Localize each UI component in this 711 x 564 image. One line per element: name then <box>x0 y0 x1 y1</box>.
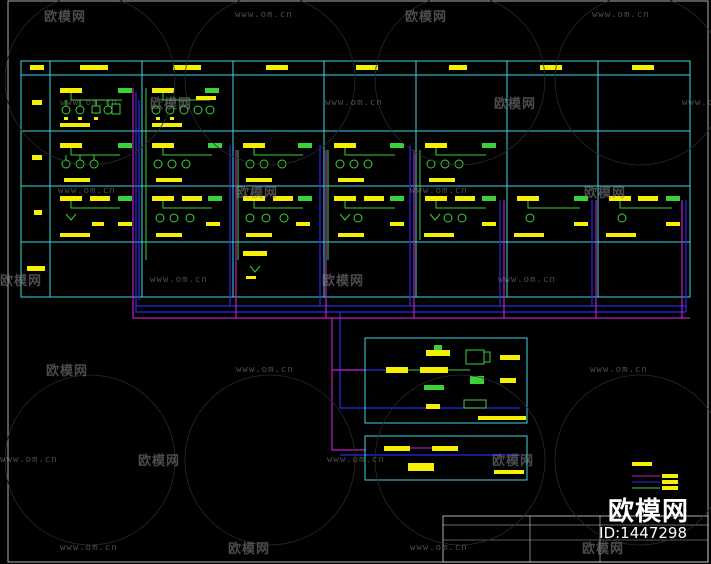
watermark-arcs <box>4 0 711 546</box>
cluster-r3c6 <box>424 196 496 237</box>
drawing-frame <box>7 0 709 563</box>
bus-magenta <box>132 88 690 451</box>
brand-logo-text: 欧模网 <box>607 497 689 527</box>
cluster-r2c5 <box>334 143 404 182</box>
legend <box>632 462 678 490</box>
cluster-r2c6 <box>425 143 496 182</box>
column-headers <box>30 65 654 70</box>
cluster-r3c5 <box>334 196 404 237</box>
cluster-r1c3 <box>151 88 219 127</box>
row-labels <box>27 100 45 271</box>
brand-id-text: ID:1447298 <box>599 524 687 542</box>
cluster-r2c2 <box>60 143 132 182</box>
cluster-r3c4 <box>243 196 312 279</box>
cluster-r2c3 <box>152 143 222 182</box>
cluster-r3c3 <box>152 196 222 237</box>
cluster-r3c8 <box>606 196 680 237</box>
cluster-r2c4 <box>243 143 312 182</box>
cluster-r3c2 <box>60 196 132 237</box>
device-clusters <box>60 88 680 279</box>
cluster-r1c2 <box>60 88 132 127</box>
cluster-r3c7 <box>514 196 588 237</box>
terminal-room <box>364 435 528 481</box>
bus-blue <box>135 92 687 456</box>
bus-green <box>145 88 421 260</box>
control-room <box>364 337 528 424</box>
title-block <box>442 515 709 563</box>
